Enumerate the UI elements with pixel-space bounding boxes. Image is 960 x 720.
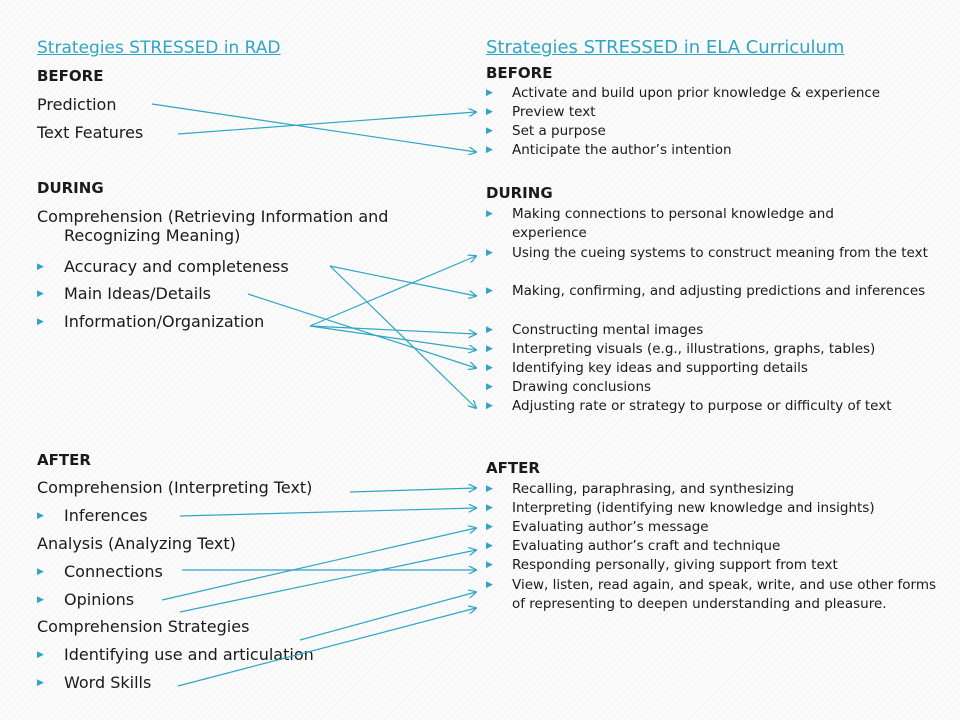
right-before-heading: BEFORE [486,64,553,82]
left-before-item-text-features: Text Features [37,123,144,142]
left-before-heading: BEFORE [37,67,104,85]
bullet-icon: ▶ [37,317,44,327]
left-after-item-word-skills: ▶Word Skills [37,673,152,692]
arrow-main-ideas-to-identifying-key [247,293,476,368]
arrow-information-to-cueing [309,256,476,327]
bullet-icon: ▶ [486,344,493,354]
right-after-item: ▶Recalling, paraphrasing, and synthesizi… [486,481,795,497]
right-during-item: ▶Making, confirming, and adjusting predi… [486,283,926,299]
bullet-icon: ▶ [486,325,493,335]
left-during-heading: DURING [37,179,104,197]
left-after-item-identifying: ▶Identifying use and articulation [37,645,314,664]
bullet-icon: ▶ [486,580,493,590]
right-during-item: ▶Interpreting visuals (e.g., illustratio… [486,341,876,357]
bullet-icon: ▶ [37,595,44,605]
left-before-item-prediction: Prediction [37,95,117,114]
right-during-item: ▶Using the cueing systems to construct m… [486,245,928,261]
bullet-icon: ▶ [486,503,493,513]
left-after-sub-strategies: Comprehension Strategies [37,617,250,636]
bullet-icon: ▶ [486,126,493,136]
bullet-icon: ▶ [486,88,493,98]
right-before-item: ▶Preview text [486,104,596,120]
right-column-title[interactable]: Strategies STRESSED in ELA Curriculum [486,37,845,58]
bullet-icon: ▶ [486,541,493,551]
bullet-icon: ▶ [37,262,44,272]
right-during-item: ▶Drawing conclusions [486,379,652,395]
bullet-icon: ▶ [486,107,493,117]
arrow-strategies-to-view-listen [299,592,476,641]
bullet-icon: ▶ [486,484,493,494]
arrow-accuracy-to-adjusting-predictions [329,265,476,296]
arrow-accuracy-to-adjusting-rate [329,265,476,408]
left-after-item-inferences: ▶Inferences [37,506,148,525]
bullet-icon: ▶ [37,289,44,299]
bullet-icon: ▶ [37,678,44,688]
bullet-icon: ▶ [486,209,493,219]
bullet-icon: ▶ [486,286,493,296]
right-during-item: ▶Constructing mental images [486,322,704,338]
right-before-item: ▶Activate and build upon prior knowledge… [486,85,881,101]
right-after-item: ▶Interpreting (identifying new knowledge… [486,500,875,516]
arrow-information-to-constructing [309,325,476,334]
right-after-item: ▶Responding personally, giving support f… [486,557,838,573]
bullet-icon: ▶ [486,522,493,532]
bullet-icon: ▶ [486,382,493,392]
arrow-inferences-to-interpreting [179,508,476,517]
right-before-item: ▶Anticipate the author’s intention [486,142,732,158]
left-after-sub-comprehension: Comprehension (Interpreting Text) [37,478,313,497]
right-after-heading: AFTER [486,459,540,477]
right-before-item: ▶Set a purpose [486,123,606,139]
bullet-icon: ▶ [37,511,44,521]
left-after-item-opinions: ▶Opinions [37,590,135,609]
right-during-item: ▶Making connections to personal knowledg… [486,206,834,241]
bullet-icon: ▶ [486,363,493,373]
left-column-title[interactable]: Strategies STRESSED in RAD [37,38,281,58]
arrow-opinions-to-evaluating-craft [179,550,476,613]
right-after-item: ▶View, listen, read again, and speak, wr… [486,577,937,612]
arrow-information-to-visuals [309,325,476,350]
left-during-item-accuracy: ▶Accuracy and completeness [37,257,289,276]
arrow-comprehension-to-recalling [349,488,476,493]
left-during-item-main-ideas: ▶Main Ideas/Details [37,284,211,303]
bullet-icon: ▶ [486,401,493,411]
left-after-sub-analysis: Analysis (Analyzing Text) [37,534,236,553]
bullet-icon: ▶ [37,650,44,660]
right-during-heading: DURING [486,184,553,202]
bullet-icon: ▶ [486,248,493,258]
left-after-item-connections: ▶Connections [37,562,163,581]
bullet-icon: ▶ [486,145,493,155]
left-during-item-information: ▶Information/Organization [37,312,265,331]
bullet-icon: ▶ [486,560,493,570]
right-after-item: ▶Evaluating author’s message [486,519,709,535]
right-during-item: ▶Identifying key ideas and supporting de… [486,360,808,376]
arrow-text-features-to-preview [177,112,476,135]
left-after-heading: AFTER [37,451,91,469]
right-after-item: ▶Evaluating author’s craft and technique [486,538,781,554]
right-during-item: ▶Adjusting rate or strategy to purpose o… [486,398,892,414]
left-during-intro: Comprehension (Retrieving Information an… [37,207,389,245]
arrow-prediction-to-anticipate [151,103,476,152]
bullet-icon: ▶ [37,567,44,577]
